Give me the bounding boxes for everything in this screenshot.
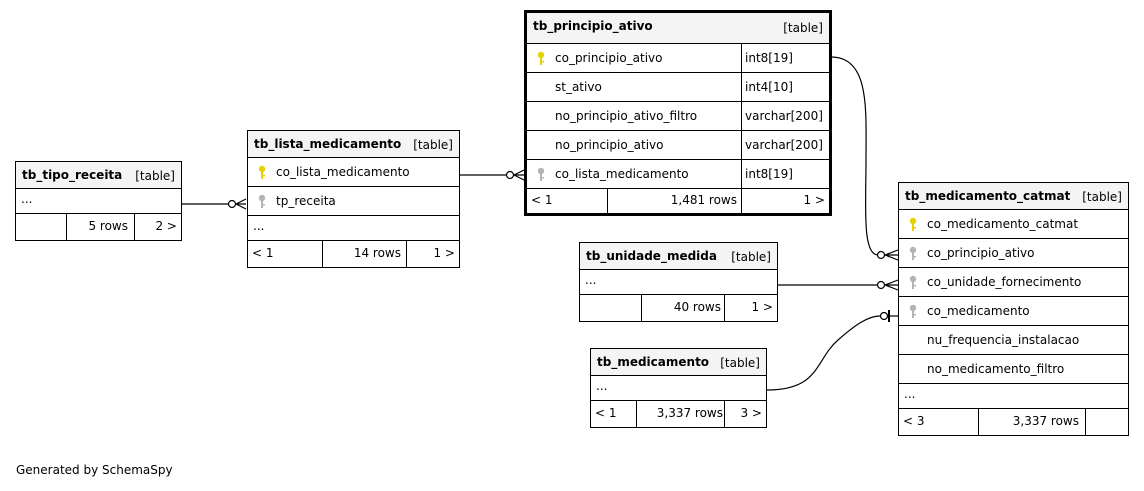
foreign-key-icon [909,275,917,289]
table-tb-medicamento-catmat[interactable]: tb_medicamento_catmat [table] co_medicam… [898,182,1129,436]
column-name: nu_frequencia_instalacao [927,333,1080,347]
column-name: co_medicamento_catmat [927,217,1079,231]
primary-key-icon [909,217,917,231]
table-header: tb_tipo_receita [table] [16,162,181,189]
column-name: st_ativo [555,80,602,94]
table-name: tb_tipo_receita [22,168,123,182]
table-name: tb_lista_medicamento [254,137,402,151]
column-row[interactable]: co_medicamento_catmat [899,210,1128,239]
generated-by-label: Generated by SchemaSpy [16,463,173,477]
table-kind: [table] [720,356,760,370]
column-row[interactable]: co_medicamento [899,297,1128,326]
foreign-key-icon [909,304,917,318]
table-name: tb_medicamento_catmat [905,189,1071,203]
ellipsis-row: ... [580,270,777,295]
table-footer: < 1 3,337 rows 3 > [591,401,766,427]
table-kind: [table] [413,138,453,152]
column-name: co_medicamento [927,304,1030,318]
table-header: tb_unidade_medida [table] [580,243,777,270]
primary-key-icon [258,165,266,179]
column-row[interactable]: tp_receita [248,187,459,216]
table-footer: 5 rows 2 > [16,214,181,240]
ellipsis-row: ... [899,384,1128,409]
row-count: 3,337 rows [1012,414,1079,428]
column-type: varchar[200] [741,102,823,130]
link-principio-catmat [830,56,879,256]
row-count: 14 rows [353,246,401,260]
column-type: int4[10] [741,73,793,101]
column-row[interactable]: no_principio_ativo varchar[200] [527,131,829,160]
table-footer: 40 rows 1 > [580,295,777,321]
children-link[interactable]: 2 > [155,219,177,233]
table-kind: [table] [731,250,771,264]
children-link[interactable]: 1 > [751,300,773,314]
column-type: int8[19] [741,160,793,188]
link-medicamento-catmat [766,315,881,391]
parents-link[interactable]: < 1 [531,193,553,207]
column-name: no_medicamento_filtro [927,362,1065,376]
column-row[interactable]: nu_frequencia_instalacao [899,326,1128,355]
table-tb-tipo-receita[interactable]: tb_tipo_receita [table] ... 5 rows 2 > [15,161,182,241]
column-row[interactable]: st_ativo int4[10] [527,73,829,102]
table-name: tb_medicamento [597,355,710,369]
column-name: no_principio_ativo [555,138,664,152]
table-tb-medicamento[interactable]: tb_medicamento [table] ... < 1 3,337 row… [590,348,767,428]
foreign-key-icon [909,246,917,260]
column-name: co_principio_ativo [927,246,1035,260]
column-name: no_principio_ativo_filtro [555,109,698,123]
table-header: tb_medicamento_catmat [table] [899,183,1128,210]
foreign-key-icon [537,167,545,181]
column-type: varchar[200] [741,131,823,159]
table-footer: < 1 1,481 rows 1 > [527,189,829,213]
children-link[interactable]: 1 > [803,193,825,207]
table-kind: [table] [135,169,175,183]
foreign-key-icon [258,194,266,208]
ellipsis-row: ... [16,189,181,214]
column-row[interactable]: co_principio_ativo [899,239,1128,268]
column-row[interactable]: co_principio_ativo int8[19] [527,44,829,73]
column-name: co_unidade_fornecimento [927,275,1082,289]
ellipsis-row: ... [591,376,766,401]
children-link[interactable]: 1 > [433,246,455,260]
table-footer: < 1 14 rows 1 > [248,241,459,267]
column-name: co_lista_medicamento [276,165,410,179]
row-count: 5 rows [88,219,128,233]
column-row[interactable]: co_lista_medicamento int8[19] [527,160,829,189]
column-name: co_lista_medicamento [555,167,689,181]
parents-link[interactable]: < 1 [595,406,617,420]
children-link[interactable]: 3 > [740,406,762,420]
column-row[interactable]: no_principio_ativo_filtro varchar[200] [527,102,829,131]
column-row[interactable]: co_unidade_fornecimento [899,268,1128,297]
table-name: tb_principio_ativo [533,19,653,33]
table-tb-principio-ativo[interactable]: tb_principio_ativo [table] co_principio_… [524,10,832,216]
table-kind: [table] [783,21,823,35]
table-tb-lista-medicamento[interactable]: tb_lista_medicamento [table] co_lista_me… [247,130,460,268]
row-count: 1,481 rows [670,193,737,207]
table-footer: < 3 3,337 rows [899,409,1128,435]
table-name: tb_unidade_medida [586,249,717,263]
column-name: tp_receita [276,194,336,208]
row-count: 3,337 rows [656,406,723,420]
table-kind: [table] [1082,190,1122,204]
column-name: co_principio_ativo [555,51,663,65]
table-tb-unidade-medida[interactable]: tb_unidade_medida [table] ... 40 rows 1 … [579,242,778,322]
row-count: 40 rows [673,300,721,314]
column-type: int8[19] [741,44,793,72]
ellipsis-row: ... [248,216,459,241]
table-header: tb_principio_ativo [table] [527,13,829,44]
column-row[interactable]: no_medicamento_filtro [899,355,1128,384]
parents-link[interactable]: < 3 [903,414,925,428]
parents-link[interactable]: < 1 [252,246,274,260]
primary-key-icon [537,51,545,65]
table-header: tb_medicamento [table] [591,349,766,376]
column-row[interactable]: co_lista_medicamento [248,158,459,187]
table-header: tb_lista_medicamento [table] [248,131,459,158]
